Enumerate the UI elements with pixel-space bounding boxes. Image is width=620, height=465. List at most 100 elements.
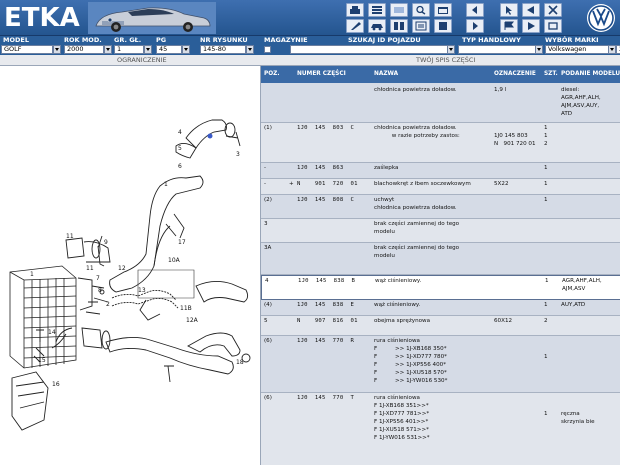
- cell-name: wąż ciśnieniowy.: [374, 301, 492, 309]
- callout-11b: 11: [86, 265, 94, 272]
- col-model-info[interactable]: PODANIE MODELU: [561, 71, 620, 77]
- cell-szt: 1: [545, 277, 559, 285]
- cell-pod: AUY,ATD: [561, 301, 619, 309]
- cell-line: [494, 196, 542, 204]
- zoom-icon[interactable]: [544, 19, 562, 33]
- sales-type-select[interactable]: [458, 45, 538, 54]
- note-icon[interactable]: [434, 19, 452, 33]
- col-poz[interactable]: POZ.: [264, 71, 280, 77]
- flag-icon[interactable]: [500, 19, 518, 33]
- cell-num: 1J0 145 770 T: [297, 394, 371, 402]
- calendar-icon[interactable]: [434, 3, 452, 17]
- brand-extra-field[interactable]: 2: [616, 45, 620, 54]
- cell-pod: AGR,AHF,ALH,AJM,ASV: [562, 277, 620, 293]
- cell-line: 3: [264, 221, 268, 227]
- illustration-dropdown-icon[interactable]: [246, 45, 254, 54]
- cell-mark: [289, 301, 297, 309]
- cell-line: [289, 196, 297, 204]
- cell-szt: 1: [544, 180, 558, 188]
- search-icon[interactable]: [412, 3, 430, 17]
- cell-line: (4): [264, 302, 272, 308]
- catalog-icon[interactable]: [390, 19, 408, 33]
- print-icon[interactable]: [346, 3, 364, 17]
- col-name[interactable]: NAZWA: [374, 71, 399, 77]
- cell-line: [289, 244, 297, 252]
- cell-line: -: [264, 181, 267, 187]
- cell-ozn: 60X12: [494, 317, 542, 325]
- cell-pod: [561, 220, 619, 228]
- brand-select[interactable]: Volkswagen: [545, 45, 609, 54]
- list-icon[interactable]: [368, 3, 386, 17]
- cell-line: [289, 86, 297, 94]
- prev-page-icon[interactable]: [466, 3, 484, 17]
- pg-select[interactable]: 45: [156, 45, 182, 54]
- model-dropdown-icon[interactable]: [53, 45, 61, 54]
- cell-line: wąż ciśnieniowy.: [375, 278, 422, 284]
- cell-line: [494, 337, 542, 345]
- pointer-icon[interactable]: [500, 3, 518, 17]
- callout-17: 17: [178, 239, 186, 246]
- cell-mark: [289, 337, 297, 345]
- model-select[interactable]: GOLF: [1, 45, 53, 54]
- illustration-select[interactable]: 145-80: [200, 45, 246, 54]
- pg-dropdown-icon[interactable]: [182, 45, 190, 54]
- cell-line: -: [264, 165, 267, 171]
- cell-line: modelu: [374, 253, 395, 259]
- edit-icon[interactable]: [346, 19, 364, 33]
- cell-line: [544, 244, 558, 252]
- info-icon[interactable]: [390, 3, 408, 17]
- year-dropdown-icon[interactable]: [104, 45, 112, 54]
- cell-line: 5: [264, 318, 268, 324]
- callout-11: 11: [66, 233, 74, 240]
- stock-checkbox[interactable]: [264, 46, 271, 53]
- cell-ozn: [494, 244, 542, 252]
- parts-list-header: TWÓJ SPIS CZĘŚCI: [416, 56, 476, 64]
- cell-line: AUY,ATD: [561, 302, 586, 308]
- vehicle-search-dropdown-icon[interactable]: [447, 45, 455, 54]
- cell-line: F 1J-YW016 531>>*: [374, 435, 430, 441]
- col-part-number[interactable]: NUMER CZĘŚCI: [297, 71, 346, 77]
- cell-line: AGR,AHF,ALH,: [561, 95, 601, 101]
- cell-szt: [544, 86, 558, 94]
- forward-icon[interactable]: [522, 19, 540, 33]
- cell-poz: (1): [264, 124, 288, 132]
- cell-line: obejma sprężynowa: [374, 318, 431, 324]
- cell-line: 1: [544, 302, 548, 308]
- brand-dropdown-icon[interactable]: [608, 45, 616, 54]
- cell-line: [544, 86, 558, 94]
- cell-line: blachowkręt z łbem soczewkowym: [374, 181, 471, 187]
- sales-type-dropdown-icon[interactable]: [535, 45, 543, 54]
- close-icon[interactable]: [544, 3, 562, 17]
- back-icon[interactable]: [522, 3, 540, 17]
- cell-line: (2): [264, 197, 272, 203]
- parts-diagram[interactable]: 4 5 3 6 1 9 11 11 12 13 10A 11B 12A 17 7…: [0, 66, 260, 465]
- vehicle-search-input[interactable]: [290, 45, 450, 54]
- label-illustration: NR RYSUNKU: [200, 36, 248, 44]
- cell-pod: diesel:AGR,AHF,ALH,AJM,ASV,AUY,ATD: [561, 86, 619, 118]
- label-stock: MAGAZYNIE: [264, 36, 308, 44]
- col-qty[interactable]: SZT.: [544, 71, 558, 77]
- next-page-icon[interactable]: [466, 19, 484, 33]
- main-group-select[interactable]: 1: [114, 45, 144, 54]
- col-designation[interactable]: OZNACZENIE: [494, 71, 536, 77]
- orders-icon[interactable]: [412, 19, 430, 33]
- car-icon[interactable]: [368, 19, 386, 33]
- main-group-dropdown-icon[interactable]: [144, 45, 152, 54]
- cell-line: N 901 720 01: [494, 141, 536, 147]
- label-model: MODEL: [3, 36, 29, 44]
- year-select[interactable]: 2000: [64, 45, 104, 54]
